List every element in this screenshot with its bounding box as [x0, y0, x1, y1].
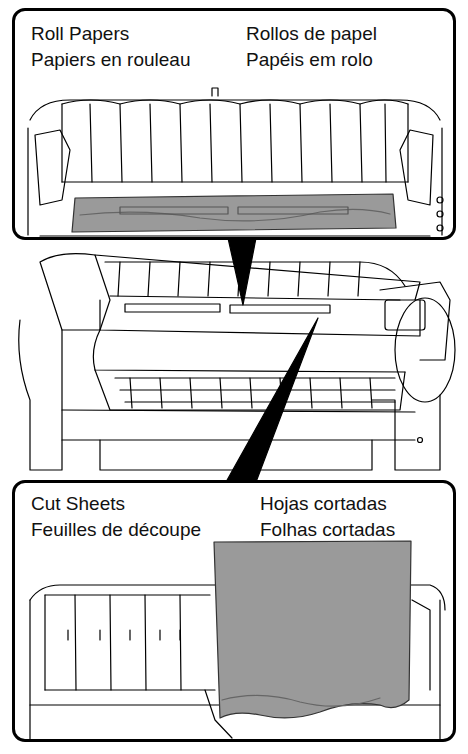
- paper-type-label: Hojas cortadas: [260, 493, 468, 515]
- paper-type-label: Papiers en rouleau: [31, 49, 246, 71]
- paper-type-label: Rollos de papel: [246, 23, 461, 45]
- callout-box: Roll PapersRollos de papelPapiers en rou…: [12, 8, 456, 240]
- paper-type-label: Roll Papers: [31, 23, 246, 45]
- leader-wedge: [228, 238, 256, 305]
- cut-sheet-view: [30, 541, 445, 740]
- printer-body: [19, 254, 455, 470]
- paper-type-label: Folhas cortadas: [260, 519, 468, 541]
- callout-box: Cut SheetsHojas cortadasFeuilles de déco…: [12, 480, 456, 742]
- roll-paper-view: [28, 88, 443, 236]
- leader-wedge: [226, 318, 318, 482]
- paper-type-label: Papéis em rolo: [246, 49, 461, 71]
- paper-type-label: Cut Sheets: [31, 493, 246, 515]
- paper-type-label: Feuilles de découpe: [31, 519, 246, 541]
